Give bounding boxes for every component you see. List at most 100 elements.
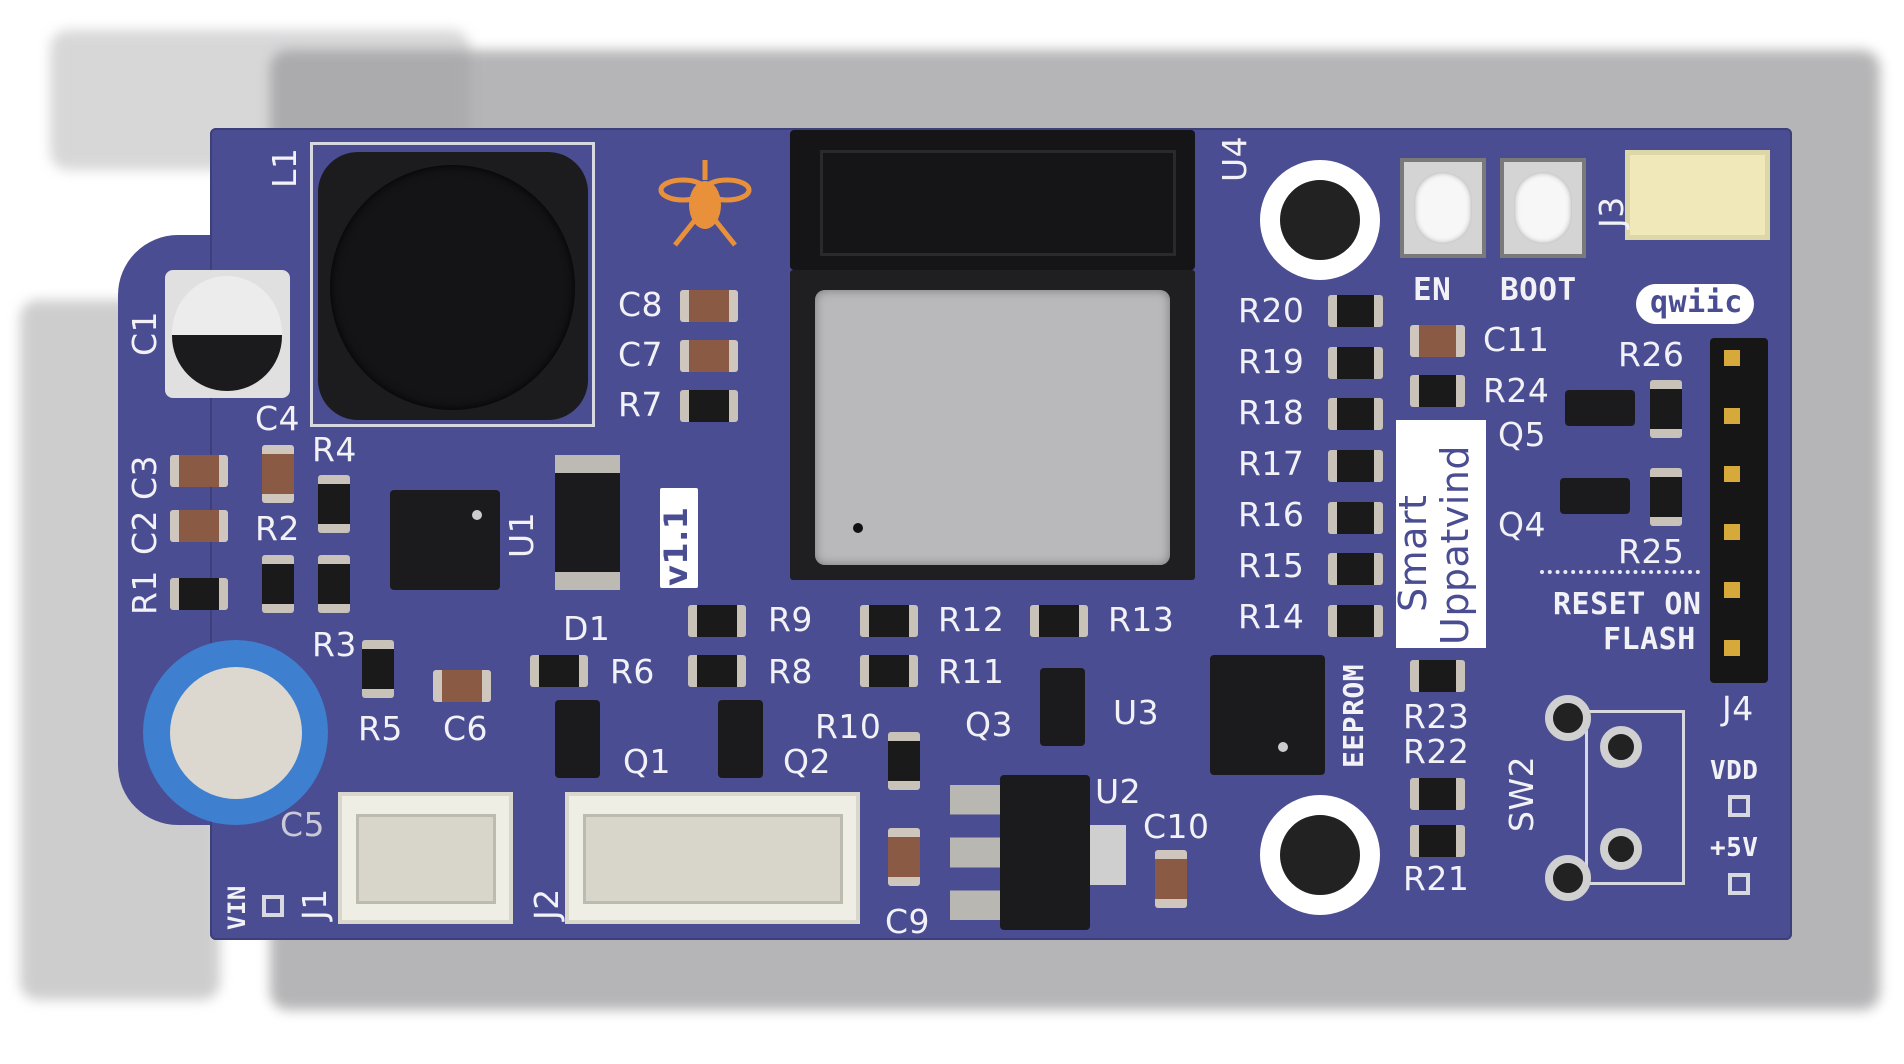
switch-sw2-pin[interactable] [1600,726,1642,768]
label-r14: R14 [1238,597,1305,636]
label-r17: R17 [1238,444,1305,483]
label-vdd: VDD [1710,756,1759,786]
label-reset-on: RESET ON [1553,587,1702,622]
label-r26: R26 [1618,335,1685,374]
resistor-r14 [1328,605,1383,637]
resistor-r23 [1410,660,1465,692]
label-j1: J1 [295,888,334,920]
resistor-r16 [1328,502,1383,534]
capacitor-c4 [262,445,294,503]
label-r7: R7 [618,385,663,424]
label-q3: Q3 [965,705,1013,744]
header-j4[interactable] [1710,338,1768,683]
label-c8: C8 [618,285,664,324]
label-r4: R4 [312,430,357,469]
resistor-r12 [860,605,918,637]
label-c7: C7 [618,335,664,374]
resistor-r20 [1328,295,1383,327]
label-r24: R24 [1483,371,1550,410]
label-r3: R3 [312,625,357,664]
switch-sw2-pin[interactable] [1600,828,1642,870]
diode-d1 [555,455,620,590]
connector-j2[interactable] [565,792,860,924]
mounting-hole-top [1260,160,1380,280]
resistor-r21 [1410,825,1465,857]
resistor-r1 [170,578,228,610]
transistor-q1 [555,700,600,778]
resistor-r17 [1328,450,1383,482]
label-r23: R23 [1403,697,1470,736]
u3-dot [1278,742,1288,752]
resistor-r18 [1328,398,1383,430]
esp32-module-shield [790,130,1195,270]
inductor-core [330,165,575,410]
label-r2: R2 [255,509,300,548]
transistor-q4 [1560,478,1630,514]
label-boot: BOOT [1500,272,1577,308]
fly-logo-icon [650,150,760,260]
transistor-q5 [1565,390,1635,426]
l1-outline [310,142,595,427]
title-box [1396,420,1486,648]
label-r19: R19 [1238,342,1305,381]
label-r15: R15 [1238,546,1305,585]
connector-j1[interactable] [338,792,513,924]
switch-sw2-pin[interactable] [1545,695,1591,741]
resistor-r24 [1410,375,1465,407]
resistor-r11 [860,655,918,687]
pin1-dot [853,523,863,533]
resistor-r10 [888,732,920,790]
label-r11: R11 [938,652,1005,691]
title-line1: Smart [1391,494,1435,612]
label-5v: +5V [1710,833,1759,863]
label-j2: J2 [527,888,566,920]
label-r12: R12 [938,600,1005,639]
resistor-r26 [1650,380,1682,438]
vin-pad[interactable] [262,895,284,917]
regulator-u2 [1000,775,1090,930]
resistor-r2 [262,555,294,613]
transistor-q2 [718,700,763,778]
regulator-u2-tab [1090,825,1126,885]
resistor-r6 [530,655,588,687]
mounting-hole-bottom [1260,795,1380,915]
label-c2: C2 [125,509,164,555]
ic-u3-eeprom [1210,655,1325,775]
label-r16: R16 [1238,495,1305,534]
ic-u1 [390,490,500,590]
label-j3: J3 [1592,196,1631,228]
label-q5: Q5 [1498,415,1546,454]
capacitor-c3 [170,455,228,487]
resistor-r25 [1650,468,1682,526]
resistor-r13 [1030,605,1088,637]
label-c11: C11 [1483,320,1550,359]
label-c6: C6 [443,709,489,748]
label-en: EN [1413,272,1452,308]
vdd-pad[interactable] [1728,795,1750,817]
capacitor-c11 [1410,325,1465,357]
label-c10: C10 [1143,807,1210,846]
resistor-r9 [688,605,746,637]
u1-dot [472,510,482,520]
title-line2: Uppatvind [1433,445,1477,645]
boot-button[interactable] [1500,158,1586,258]
version-label: v1.1 [657,506,695,586]
label-r22: R22 [1403,732,1470,771]
resistor-r5 [362,640,394,698]
label-r21: R21 [1403,859,1470,898]
label-u2: U2 [1095,772,1142,811]
label-r25: R25 [1618,532,1685,571]
resistor-r19 [1328,347,1383,379]
label-q4: Q4 [1498,505,1546,544]
label-c3: C3 [125,454,164,500]
label-r20: R20 [1238,291,1305,330]
switch-sw2-outline [1585,710,1685,885]
label-c4: C4 [255,399,301,438]
switch-sw2-pin[interactable] [1545,855,1591,901]
label-r6: R6 [610,652,655,691]
transistor-q3 [1040,668,1085,746]
capacitor-c7 [680,340,738,372]
5v-pad[interactable] [1728,873,1750,895]
en-button[interactable] [1400,158,1486,258]
qwiic-connector-j3[interactable] [1625,150,1770,240]
